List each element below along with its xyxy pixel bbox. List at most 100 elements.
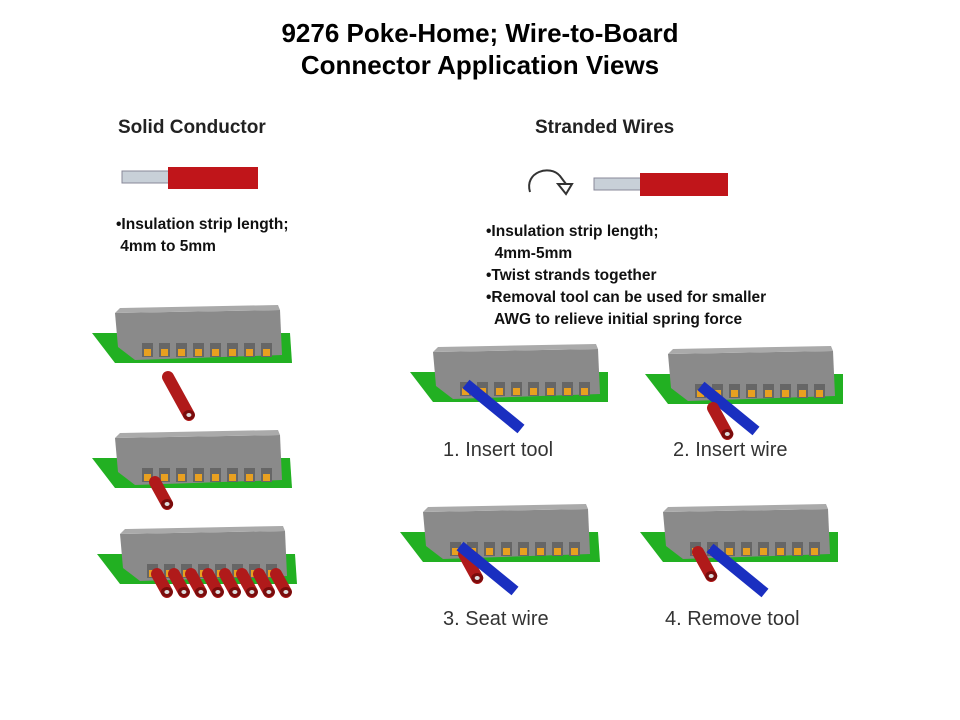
connector-housing — [663, 509, 830, 559]
step-4-caption: 4. Remove tool — [665, 608, 800, 630]
spring-contact — [144, 474, 151, 481]
wire — [162, 371, 195, 421]
spring-contact — [462, 388, 469, 395]
spring-contact — [765, 390, 772, 397]
bullet: •Insulation strip length; — [486, 223, 659, 240]
housing-top — [115, 430, 280, 438]
wire-core — [249, 590, 255, 594]
connector-housing — [115, 435, 282, 485]
spring-contact — [811, 548, 818, 555]
spring-contact — [530, 388, 537, 395]
wire-core — [724, 432, 730, 436]
bare-conductor — [121, 170, 171, 184]
removal-tool — [706, 543, 769, 598]
spring-contact — [782, 390, 789, 397]
housing-top — [115, 305, 280, 313]
housing-top — [668, 346, 833, 354]
wire-core — [186, 413, 192, 417]
bullet: AWG to relieve initial spring force — [486, 311, 743, 328]
wire-core — [283, 590, 289, 594]
bullet: 4mm-5mm — [486, 245, 573, 262]
bullet: •Insulation strip length; — [116, 216, 289, 233]
solid-step-2 — [92, 430, 292, 510]
spring-contact — [161, 474, 168, 481]
spring-contact — [726, 548, 733, 555]
spring-contact — [697, 390, 704, 397]
wire-core — [181, 590, 187, 594]
housing-top — [433, 344, 598, 352]
stranded-step-2 — [645, 346, 843, 440]
wire-core — [164, 590, 170, 594]
bullet: 4mm to 5mm — [116, 238, 216, 255]
spring-contact — [195, 474, 202, 481]
wire-core — [215, 590, 221, 594]
stranded-bullets: •Insulation strip length; 4mm-5mm •Twist… — [486, 221, 766, 331]
wire-core — [708, 574, 714, 578]
spring-contact — [799, 390, 806, 397]
stranded-step-4 — [640, 504, 838, 598]
wire-core — [232, 590, 238, 594]
spring-contact — [229, 349, 236, 356]
wire-core — [474, 576, 480, 580]
wire-insulation — [168, 167, 258, 189]
spring-contact — [554, 548, 561, 555]
spring-contact — [537, 548, 544, 555]
wire-insulation — [640, 173, 728, 196]
spring-contact — [743, 548, 750, 555]
bullet: •Twist strands together — [486, 267, 657, 284]
spring-contact — [513, 388, 520, 395]
title-line-1: 9276 Poke-Home; Wire-to-Board — [281, 18, 679, 48]
spring-contact — [520, 548, 527, 555]
housing-top — [663, 504, 828, 512]
connector-housing — [120, 531, 287, 581]
solid-step-3 — [97, 526, 297, 598]
twist-arrow-icon — [528, 169, 567, 193]
solid-step-1 — [92, 305, 292, 421]
wire-core — [198, 590, 204, 594]
solid-bullets: •Insulation strip length; 4mm to 5mm — [116, 214, 288, 258]
connector-housing — [115, 310, 282, 360]
step-3-caption: 3. Seat wire — [443, 608, 549, 630]
spring-contact — [144, 349, 151, 356]
spring-contact — [263, 349, 270, 356]
step-1-caption: 1. Insert tool — [443, 439, 554, 461]
housing-top — [120, 526, 285, 534]
spring-contact — [161, 349, 168, 356]
spring-contact — [564, 388, 571, 395]
spring-contact — [195, 349, 202, 356]
spring-contact — [571, 548, 578, 555]
spring-contact — [748, 390, 755, 397]
stranded-step-3 — [400, 504, 600, 596]
spring-contact — [731, 390, 738, 397]
spring-contact — [229, 474, 236, 481]
wire-core — [164, 502, 170, 506]
solid-wire-illustration — [121, 167, 258, 189]
spring-contact — [178, 349, 185, 356]
bare-strands — [593, 177, 643, 191]
spring-contact — [212, 349, 219, 356]
arrow-head — [555, 183, 574, 196]
spring-contact — [246, 349, 253, 356]
spring-contact — [212, 474, 219, 481]
spring-contact — [496, 388, 503, 395]
spring-contact — [794, 548, 801, 555]
solid-heading: Solid Conductor — [118, 117, 266, 138]
stranded-wire-illustration — [528, 169, 728, 196]
stranded-heading: Stranded Wires — [535, 117, 675, 138]
spring-contact — [760, 548, 767, 555]
removal-tool — [456, 541, 519, 596]
spring-contact — [777, 548, 784, 555]
removal-tool — [697, 381, 760, 436]
spring-contact — [816, 390, 823, 397]
housing-top — [423, 504, 588, 512]
spring-contact — [452, 548, 459, 555]
spring-contact — [246, 474, 253, 481]
title-line-2: Connector Application Views — [300, 50, 660, 80]
spring-contact — [178, 474, 185, 481]
step-2-caption: 2. Insert wire — [673, 439, 788, 461]
spring-contact — [263, 474, 270, 481]
spring-contact — [547, 388, 554, 395]
bullet: •Removal tool can be used for smaller — [486, 289, 767, 306]
spring-contact — [581, 388, 588, 395]
